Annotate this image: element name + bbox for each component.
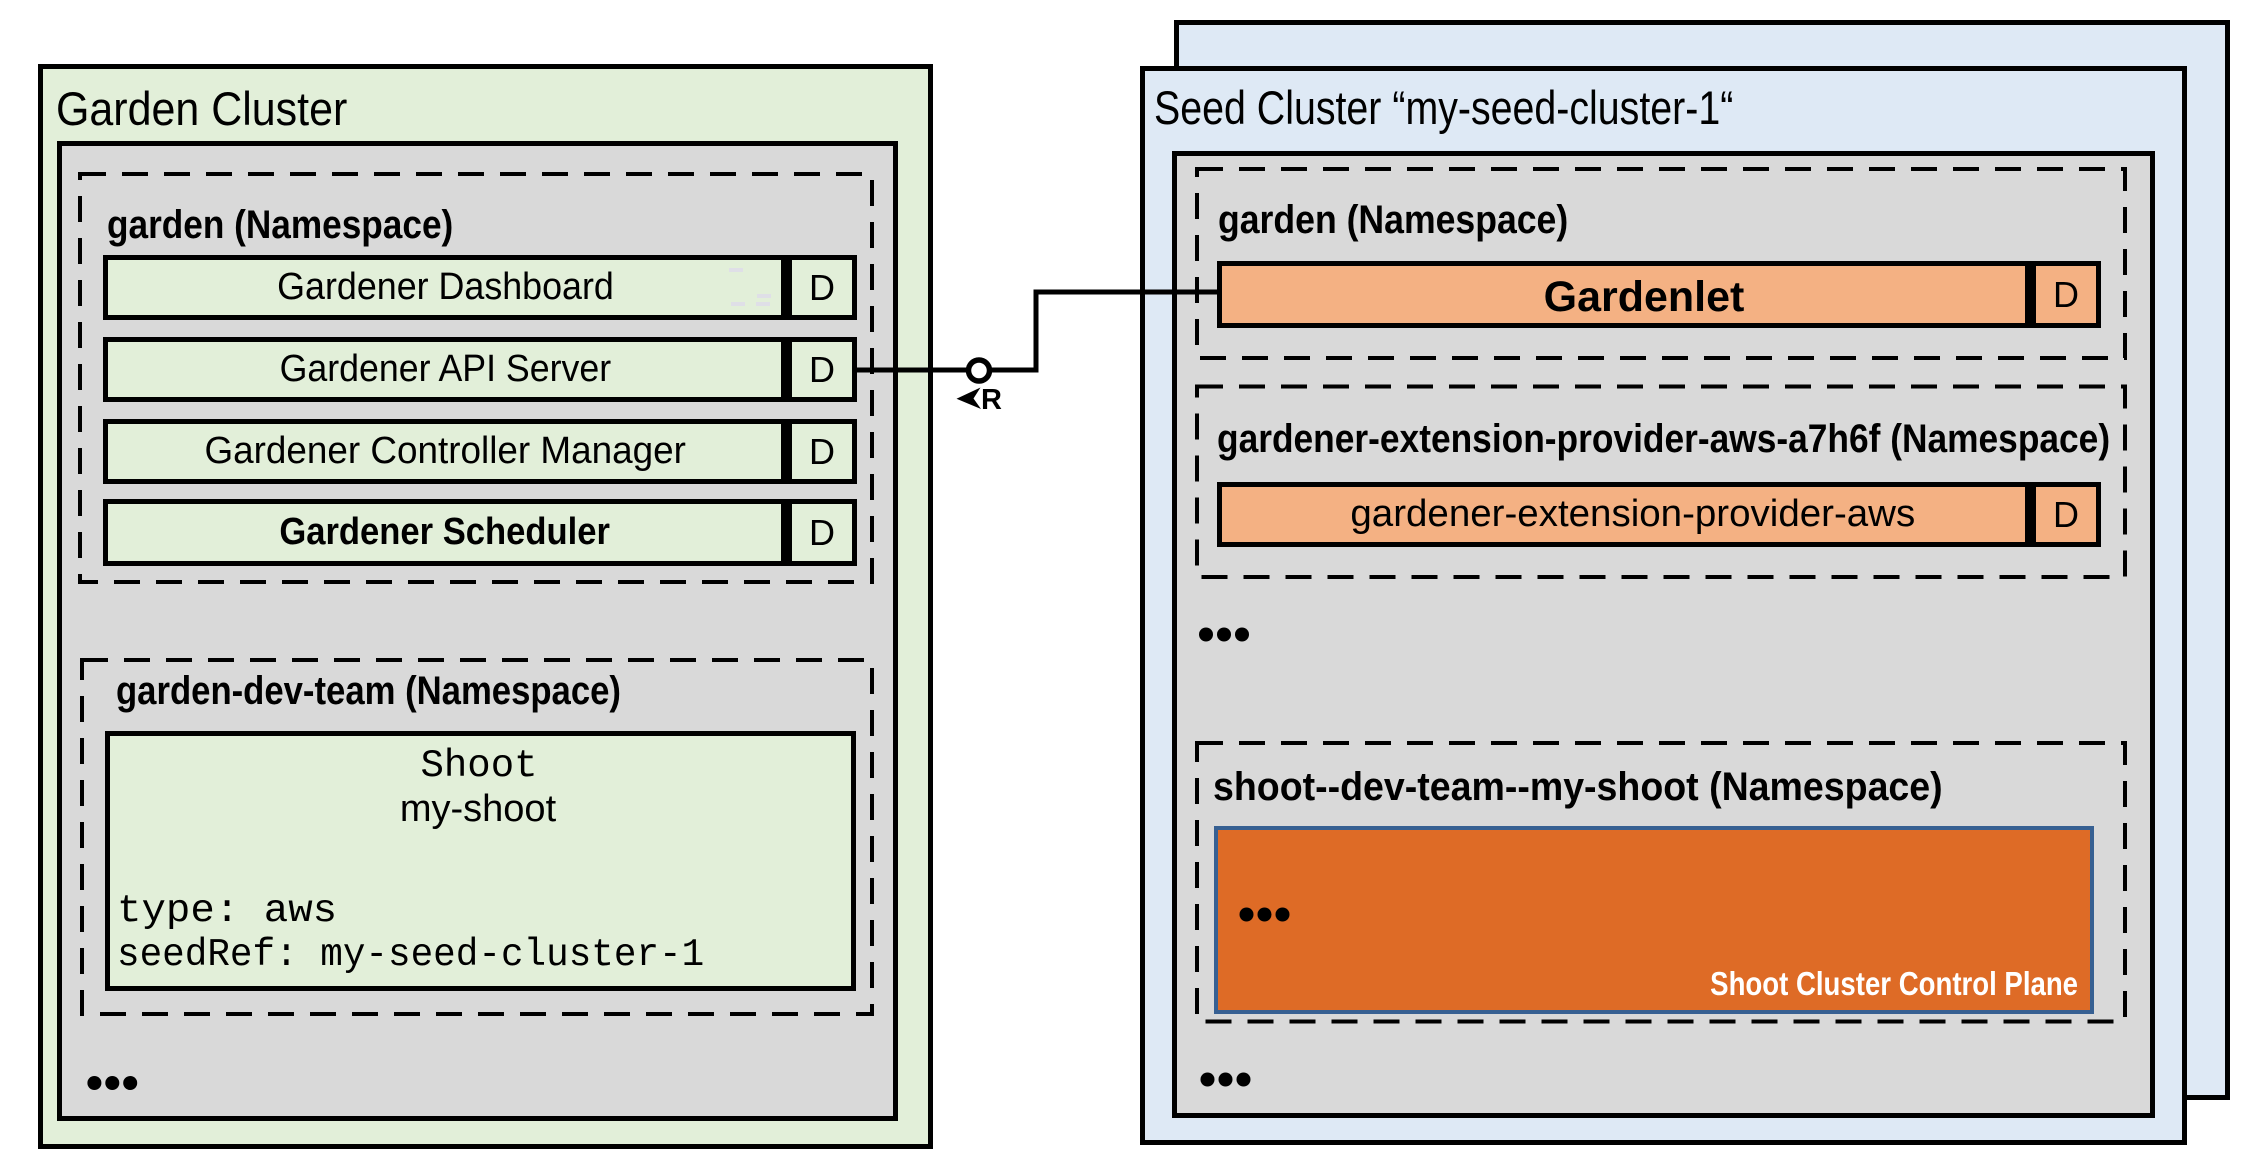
svg-text:R: R — [981, 384, 1002, 416]
